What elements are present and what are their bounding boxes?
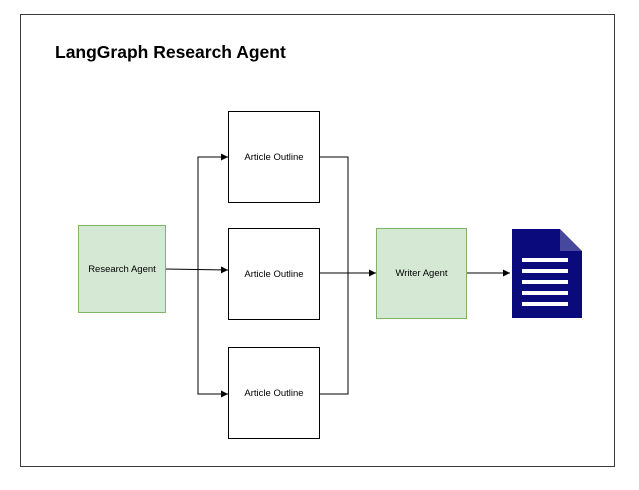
diagram-title: LangGraph Research Agent <box>55 42 286 62</box>
writer-agent-node[interactable]: Writer Agent <box>376 228 467 319</box>
outline-node-bottom[interactable]: Article Outline <box>228 347 320 439</box>
outline-node-top[interactable]: Article Outline <box>228 111 320 203</box>
diagram-frame <box>20 14 615 467</box>
outline-label-middle: Article Outline <box>244 268 304 280</box>
edge-research-to-outline-middle <box>164 266 229 274</box>
edge-outline-top-to-writer <box>320 156 349 273</box>
research-agent-node[interactable]: Research Agent <box>78 225 166 313</box>
edge-outline-bottom-to-writer <box>320 273 349 395</box>
outline-label-top: Article Outline <box>244 151 304 163</box>
edge-research-to-outline-bottom <box>197 269 228 398</box>
outline-label-bottom: Article Outline <box>244 387 304 399</box>
research-agent-label: Research Agent <box>88 263 156 275</box>
writer-agent-label: Writer Agent <box>395 268 448 279</box>
edge-research-to-outline-top <box>197 153 228 269</box>
outline-node-middle[interactable]: Article Outline <box>228 228 320 320</box>
document-icon <box>512 229 582 318</box>
